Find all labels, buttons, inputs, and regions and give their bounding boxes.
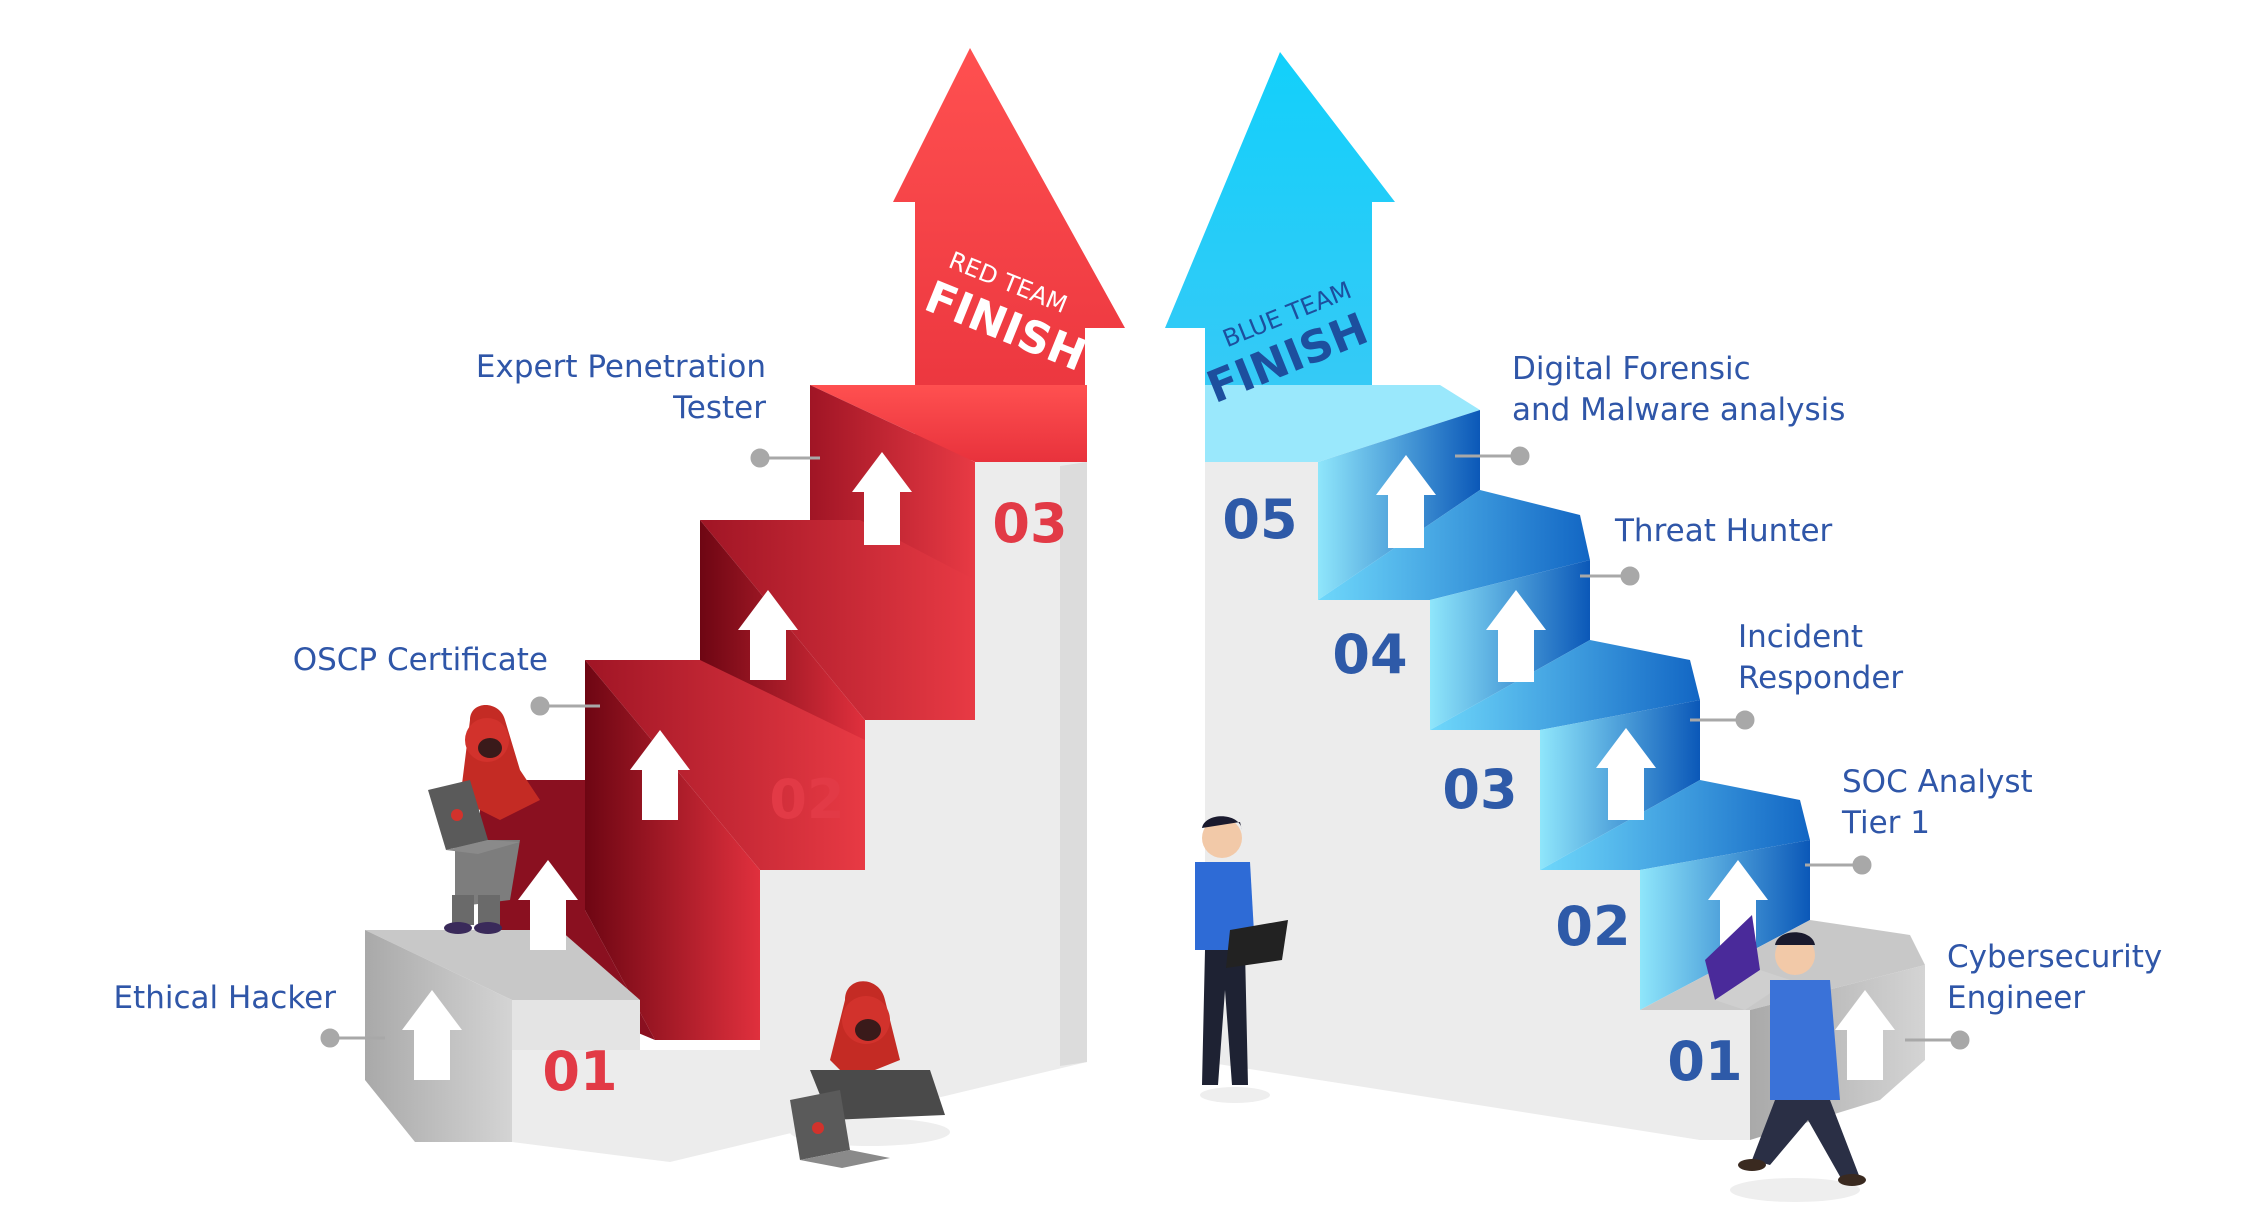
red-step-label-01: Ethical Hacker	[113, 980, 336, 1016]
red-up-arrow-1	[402, 990, 462, 1080]
blue-up-arrow-1	[1835, 990, 1895, 1080]
red-step-01-top	[585, 660, 865, 870]
engineer-walking-figure	[1705, 915, 1866, 1202]
red-step-01-riser	[585, 660, 760, 1040]
blue-step-number-02: 02	[1555, 895, 1630, 958]
red-step-label-02: OSCP Certificate	[292, 642, 548, 678]
red-team-staircase: RED TEAM FINISH 01 02 03	[320, 48, 1125, 1168]
blue-step-label-04: Threat Hunter	[1615, 513, 1833, 549]
red-step-02-top	[700, 520, 975, 720]
red-wall	[512, 462, 1087, 1162]
blue-step-label-05: Digital Forensic and Malware analysis	[1512, 351, 1846, 428]
hacker-floor-figure	[790, 981, 950, 1168]
red-step-number-03: 03	[992, 492, 1067, 555]
blue-up-arrow-4	[1486, 590, 1546, 682]
blue-finish-arrow	[1165, 52, 1395, 462]
blue-step-02-top	[1540, 780, 1810, 870]
analyst-standing-figure	[1195, 816, 1288, 1103]
blue-step-05-top	[1205, 385, 1480, 462]
blue-step-label-03: Incident Responder	[1738, 619, 1904, 696]
red-up-arrow-3	[630, 730, 690, 820]
red-up-arrow-5	[852, 452, 912, 545]
red-step-03-top	[810, 385, 1087, 462]
blue-up-arrow-3	[1596, 728, 1656, 820]
blue-wall	[1205, 462, 1750, 1140]
red-step-number-01: 01	[542, 1040, 617, 1103]
blue-up-arrow-5	[1376, 455, 1436, 548]
red-grey-step-top	[365, 930, 640, 1000]
blue-step-number-05: 05	[1222, 488, 1297, 551]
blue-step-number-01: 01	[1667, 1030, 1742, 1093]
blue-step-number-04: 04	[1332, 623, 1407, 686]
red-step-label-03: Expert Penetration Tester	[475, 349, 766, 426]
red-up-arrow-2	[518, 860, 578, 950]
hacker-sitting-figure	[428, 705, 540, 934]
blue-step-label-01: Cybersecurity Engineer	[1947, 939, 2163, 1016]
blue-step-number-03: 03	[1442, 758, 1517, 821]
blue-team-staircase: BLUE TEAM FINISH 01 02 03 04 05	[1165, 52, 1970, 1202]
red-step-number-02: 02	[769, 768, 844, 831]
red-finish-arrow	[893, 48, 1125, 460]
blue-step-03-top	[1430, 640, 1700, 730]
red-up-arrow-4	[738, 590, 798, 680]
blue-step-04-top	[1318, 490, 1590, 600]
blue-step-label-02: SOC Analyst Tier 1	[1842, 764, 2033, 841]
